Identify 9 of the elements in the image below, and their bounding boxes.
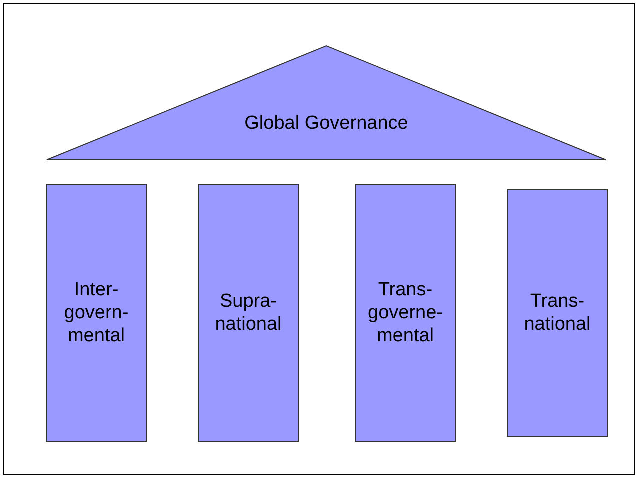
pillar-box: [198, 184, 299, 442]
pillar-label: Inter- govern- mental: [63, 278, 130, 348]
roof-label: Global Governance: [244, 112, 410, 135]
pillar-box: [46, 184, 147, 442]
pillar-label: Trans- national: [523, 290, 592, 336]
pillar-box: [355, 184, 456, 442]
pillar-label: Trans- governe- mental: [367, 278, 444, 348]
pillar-box: [507, 189, 608, 437]
pillar-label: Supra- national: [214, 290, 283, 336]
